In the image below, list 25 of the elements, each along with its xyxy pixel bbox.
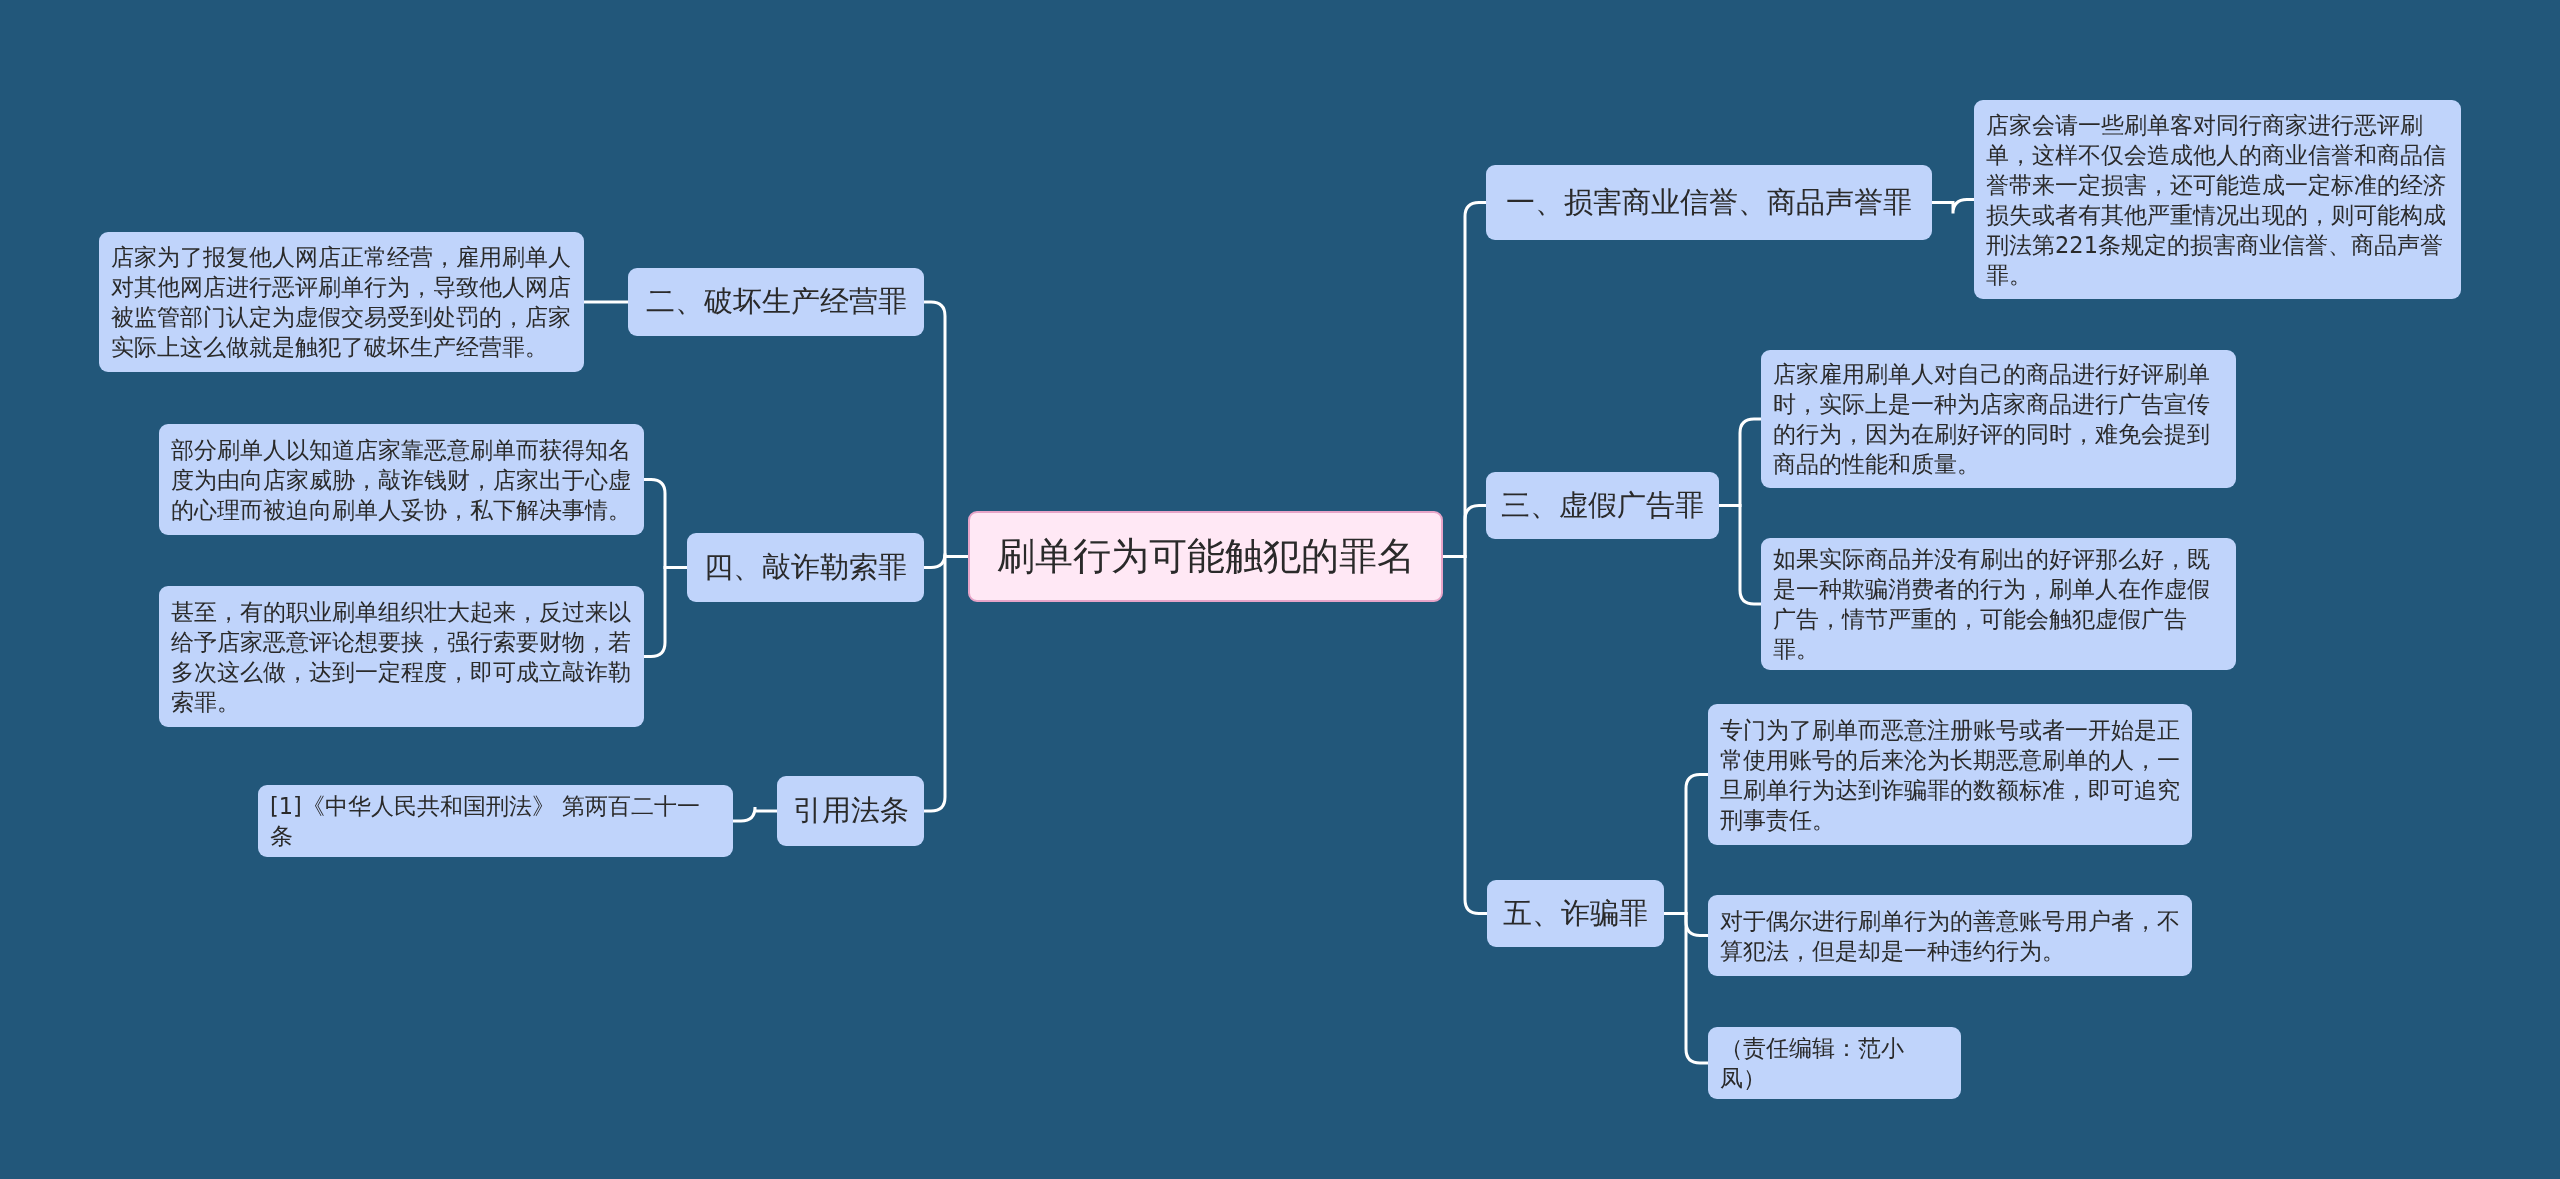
note-box: 店家会请一些刷单客对同行商家进行恶评刷单，这样不仅会造成他人的商业信誉和商品信誉带来一定损害，还可能造成一定标准的经济损失或者有其他严重情况出现的，则可能构成刑法第221条规定的损害商业信誉、商品声誉罪。 [1974,100,2461,299]
topic-box: 二、破坏生产经营罪 [628,268,924,336]
connector-line [1932,198,1974,215]
connector-line [584,300,628,304]
note-box: 甚至，有的职业刷单组织壮大起来，反过来以给予店家恶意评论想要挟，强行索要财物，若多次这么做，达到一定程度，即可成立敲诈勒索罪。 [159,586,644,727]
topic-box: 三、虚假广告罪 [1486,472,1719,539]
connector-line [924,555,968,813]
topic-box: 五、诈骗罪 [1487,880,1664,947]
note-box: 部分刷单人以知道店家靠恶意刷单而获得知名度为由向店家威胁，敲诈钱财，店家出于心虚的心理而被迫向刷单人妥协，私下解决事情。 [159,424,644,535]
central-topic-box: 刷单行为可能触犯的罪名 [968,511,1443,602]
topic-box: 四、敲诈勒索罪 [687,533,924,602]
note-box: 如果实际商品并没有刷出的好评那么好，既是一种欺骗消费者的行为，刷单人在作虚假广告，情节严重的，可能会触犯虚假广告罪。 [1761,538,2236,670]
note-box: 专门为了刷单而恶意注册账号或者一开始是正常使用账号的后来沦为长期恶意刷单的人，一旦刷单行为达到诈骗罪的数额标准，即可追究刑事责任。 [1708,704,2192,845]
note-box: 对于偶尔进行刷单行为的善意账号用户者，不算犯法，但是却是一种违约行为。 [1708,895,2192,976]
connector-line [1719,504,1761,606]
connector-line [1443,555,1487,915]
connector-line [733,805,777,823]
note-box: [1]《中华人民共和国刑法》 第两百二十一条 [258,785,733,857]
note-box: （责任编辑：范小凤） [1708,1027,1961,1099]
topic-box: 引用法条 [777,776,924,846]
connector-line [644,566,687,658]
connector-line [1664,912,1708,1065]
note-box: 店家雇用刷单人对自己的商品进行好评刷单时，实际上是一种为店家商品进行广告宣传的行为，因为在刷好评的同时，难免会提到商品的性能和质量。 [1761,350,2236,488]
topic-box: 一、损害商业信誉、商品声誉罪 [1486,165,1932,240]
note-box: 店家为了报复他人网店正常经营，雇用刷单人对其他网店进行恶评刷单行为，导致他人网店被监管部门认定为虚假交易受到处罚的，店家实际上这么做就是触犯了破坏生产经营罪。 [99,232,584,372]
